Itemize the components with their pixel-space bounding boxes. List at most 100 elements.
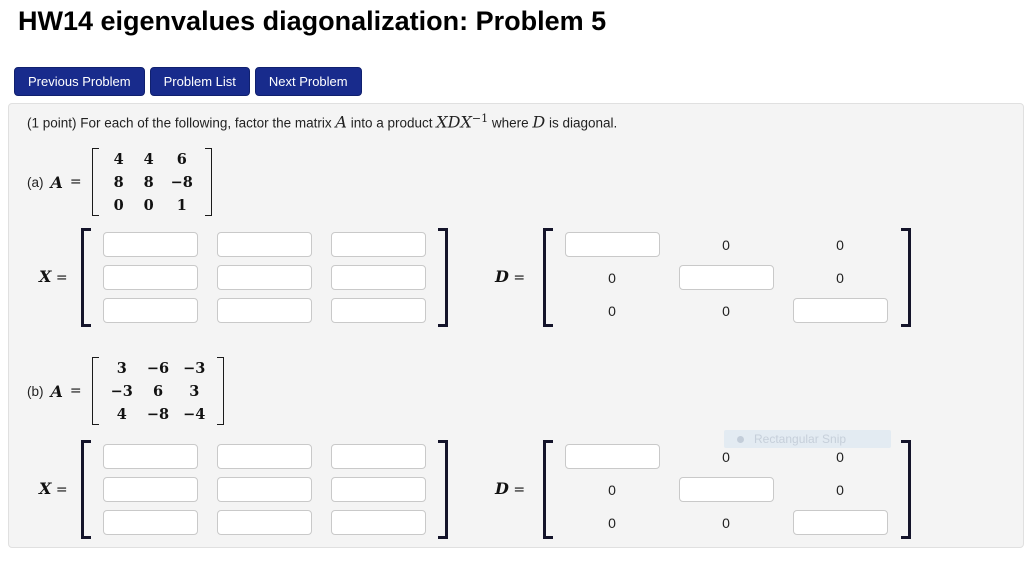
matrix-cell: 4 <box>143 150 154 168</box>
X-label-part-a: X = <box>39 267 68 287</box>
part-b-D-input-r3c3[interactable] <box>792 510 888 535</box>
previous-problem-button[interactable]: Previous Problem <box>14 67 145 96</box>
part-a-D-input-r3c3[interactable] <box>792 298 888 323</box>
math-D: D <box>532 112 546 132</box>
matrix-cell: 3 <box>116 359 127 377</box>
part-a-X-input-r3c1[interactable] <box>102 298 198 323</box>
part-a-D-input-r2c2[interactable] <box>678 265 774 290</box>
A-variable: A <box>50 172 63 192</box>
part-b-X-input-r1c2[interactable] <box>216 444 312 469</box>
problem-navigation: Previous Problem Problem List Next Probl… <box>14 67 362 96</box>
matrix-cell: 3 <box>189 382 200 400</box>
X-variable: X <box>39 479 52 498</box>
A-variable: A <box>50 381 63 401</box>
problem-statement: (1 point) For each of the following, fac… <box>27 112 617 132</box>
snip-tooltip-label: Rectangular Snip <box>754 432 847 446</box>
D-label-part-b: D = <box>495 479 525 499</box>
matrix-cell: 6 <box>152 382 164 400</box>
equals-sign: = <box>513 270 526 286</box>
left-bracket <box>543 228 553 327</box>
part-b-X-input-r3c3[interactable] <box>330 510 426 535</box>
left-bracket <box>91 357 99 425</box>
D-matrix-inputs-part-a: 0 0 0 0 0 0 <box>555 228 897 327</box>
d-zero: 0 <box>722 302 730 319</box>
problem-panel: (1 point) For each of the following, fac… <box>8 103 1024 548</box>
right-bracket <box>438 228 448 327</box>
right-bracket <box>204 148 212 216</box>
matrix-cell: −8 <box>170 173 193 191</box>
part-a-X-input-r2c2[interactable] <box>216 265 312 290</box>
X-matrix-inputs-part-a <box>93 228 435 327</box>
math-A: A <box>335 112 347 132</box>
d-zero: 0 <box>608 514 616 531</box>
part-a-D-input-r1c1[interactable] <box>564 232 660 257</box>
d-zero: 0 <box>836 236 844 253</box>
part-b-X-input-r2c3[interactable] <box>330 477 426 502</box>
part-a-label: (a) <box>27 174 44 190</box>
left-bracket <box>91 148 99 216</box>
statement-text: into a product <box>346 115 437 131</box>
matrix-A-a-values: 4 4 6 8 8 −8 0 0 1 <box>106 148 198 217</box>
left-bracket <box>543 440 553 539</box>
d-zero: 0 <box>836 269 844 286</box>
snip-tool-tooltip: Rectangular Snip <box>724 430 891 448</box>
matrix-A-part-b: (b) A = 3 −6 −3 −3 6 3 4 −8 −4 <box>27 354 225 428</box>
part-b-D-input-r2c2[interactable] <box>678 477 774 502</box>
part-a-X-input-r1c1[interactable] <box>102 232 198 257</box>
D-variable: D <box>495 267 509 286</box>
matrix-cell: 0 <box>113 196 124 214</box>
right-bracket <box>438 440 448 539</box>
right-bracket <box>217 357 225 425</box>
equals-sign: = <box>513 482 526 498</box>
left-bracket <box>81 440 91 539</box>
D-matrix-inputs-part-b: 0 0 0 0 0 0 <box>555 440 897 539</box>
part-b-D-input-r1c1[interactable] <box>564 444 660 469</box>
d-zero: 0 <box>836 448 844 465</box>
matrix-cell: −6 <box>146 359 170 377</box>
d-zero: 0 <box>722 448 730 465</box>
matrix-A-part-a: (a) A = 4 4 6 8 8 −8 0 0 1 <box>27 146 212 218</box>
matrix-cell: 4 <box>116 405 127 423</box>
next-problem-button[interactable]: Next Problem <box>254 67 362 96</box>
matrix-cell: −4 <box>183 405 206 423</box>
part-a-X-input-r3c3[interactable] <box>330 298 426 323</box>
equals-sign: = <box>69 383 82 399</box>
statement-text: is diagonal. <box>545 115 618 131</box>
page-title: HW14 eigenvalues diagonalization: Proble… <box>18 6 607 36</box>
part-a-X-input-r1c2[interactable] <box>216 232 312 257</box>
part-b-X-input-r3c2[interactable] <box>216 510 312 535</box>
right-bracket <box>901 228 911 327</box>
problem-list-button[interactable]: Problem List <box>149 67 250 96</box>
part-a-X-input-r2c1[interactable] <box>102 265 198 290</box>
matrix-cell: 8 <box>113 173 124 191</box>
matrix-A-b-values: 3 −6 −3 −3 6 3 4 −8 −4 <box>106 357 211 426</box>
part-a-X-input-r1c3[interactable] <box>330 232 426 257</box>
matrix-cell: 8 <box>143 173 154 191</box>
d-zero: 0 <box>722 514 730 531</box>
X-variable: X <box>39 267 52 286</box>
part-b-X-input-r2c2[interactable] <box>216 477 312 502</box>
part-a-X-input-r3c2[interactable] <box>216 298 312 323</box>
part-b-X-input-r1c3[interactable] <box>330 444 426 469</box>
equals-sign: = <box>55 270 68 286</box>
matrix-cell: −8 <box>146 405 170 423</box>
part-b-X-input-r1c1[interactable] <box>102 444 198 469</box>
matrix-cell: 0 <box>143 196 154 214</box>
left-bracket <box>81 228 91 327</box>
part-b-X-input-r2c1[interactable] <box>102 477 198 502</box>
right-bracket <box>901 440 911 539</box>
d-zero: 0 <box>836 481 844 498</box>
matrix-cell: 1 <box>176 196 187 214</box>
statement-text: (1 point) For each of the following, fac… <box>27 115 336 131</box>
equals-sign: = <box>69 174 82 190</box>
part-b-X-input-r3c1[interactable] <box>102 510 198 535</box>
equals-sign: = <box>55 482 68 498</box>
matrix-cell: −3 <box>183 359 206 377</box>
d-zero: 0 <box>608 269 616 286</box>
matrix-cell: 6 <box>176 150 187 168</box>
snip-dot-icon <box>737 435 744 443</box>
part-a-X-input-r2c3[interactable] <box>330 265 426 290</box>
d-zero: 0 <box>608 481 616 498</box>
X-label-part-b: X = <box>39 479 68 499</box>
